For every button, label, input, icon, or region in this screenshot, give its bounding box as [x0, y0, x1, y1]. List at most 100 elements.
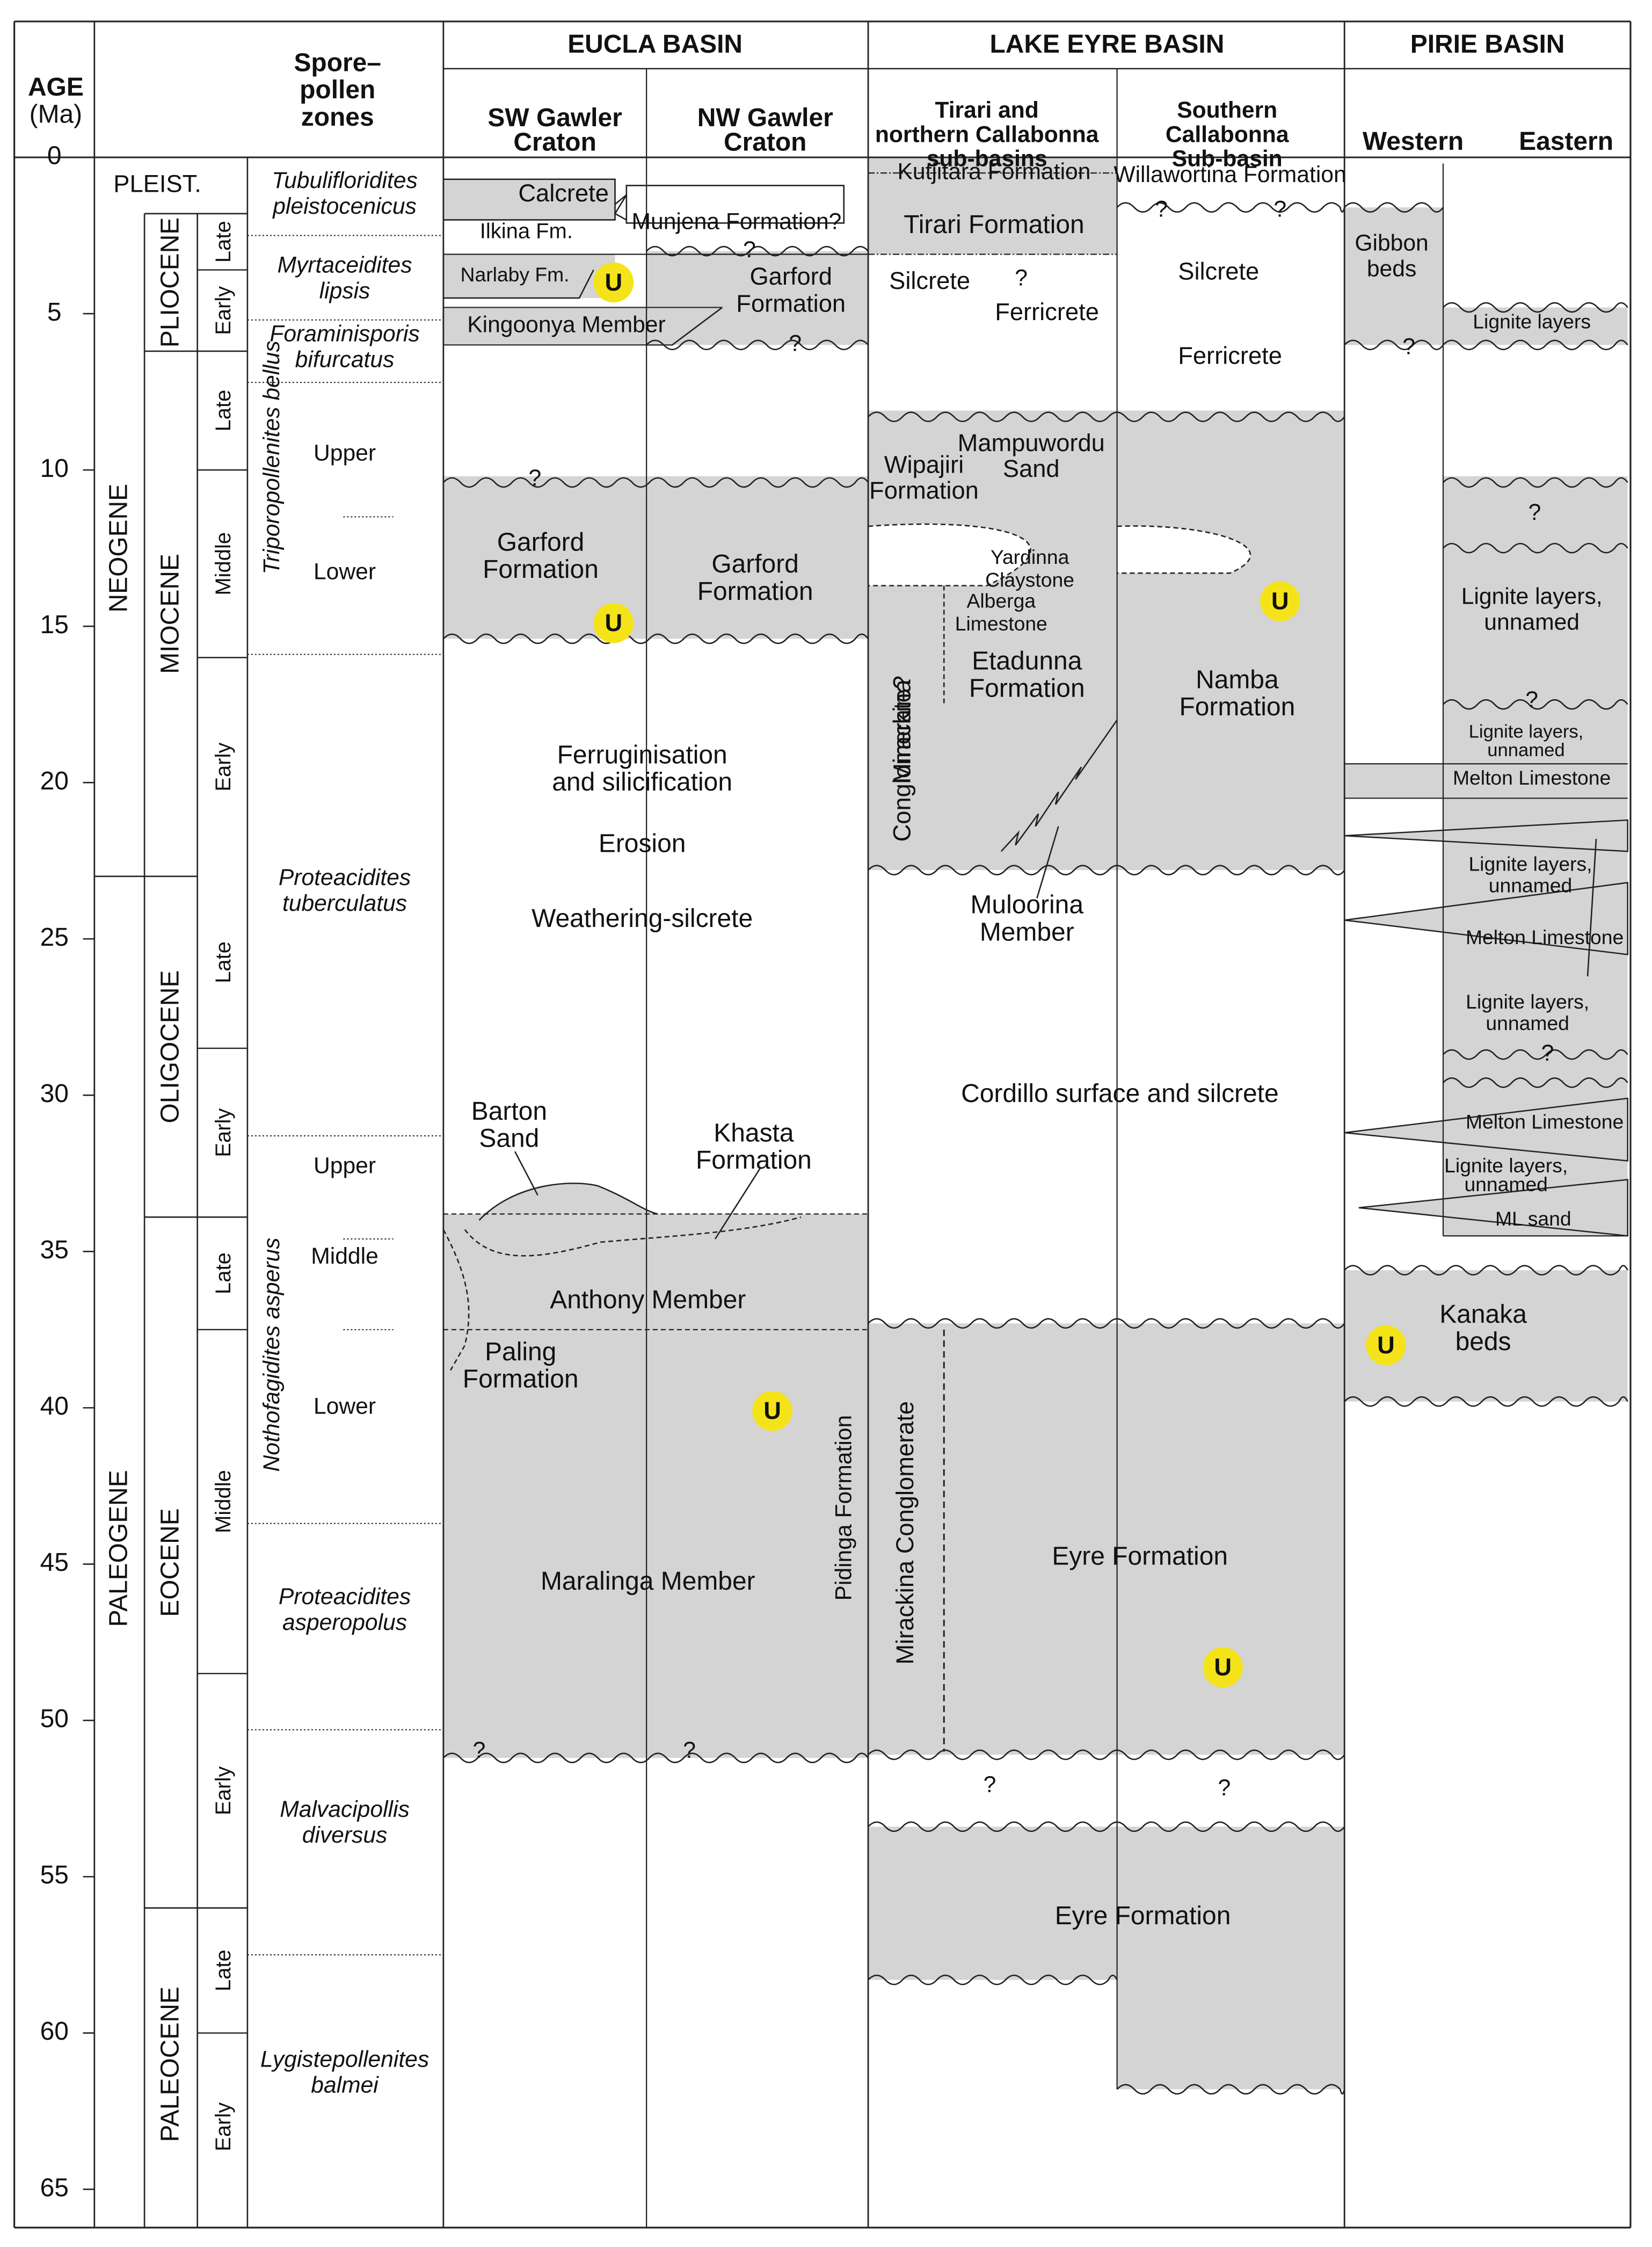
kanaka-base [1344, 1396, 1628, 1407]
question-mark: ? [984, 1772, 996, 1797]
subepoch-label: Early [212, 1766, 235, 1815]
u-marker [1260, 581, 1300, 621]
eyre-lower-base-a [868, 1974, 1118, 1985]
question-mark: ? [683, 1737, 696, 1763]
mirackina-upper-label: Mirackina [889, 679, 916, 784]
muloorina-label: Member [980, 918, 1074, 946]
gibbon-base [1344, 339, 1444, 351]
u-marker [593, 603, 634, 643]
column-header: NW Gawler [697, 104, 833, 132]
age-tick-label: 60 [40, 2017, 69, 2046]
question-mark: ? [473, 1737, 486, 1763]
epoch-label: EOCENE [156, 1508, 184, 1617]
eyre-lower-base-b [1116, 2084, 1345, 2095]
calcrete-label: Calcrete [518, 179, 609, 207]
melton-1-fill [1344, 764, 1628, 799]
alberga-label: Limestone [955, 612, 1047, 635]
column-header: Callabonna [1166, 121, 1289, 147]
anthony-label: Anthony Member [550, 1286, 746, 1314]
age-tick-label: 15 [40, 611, 69, 639]
age-tick-label: 0 [47, 142, 62, 170]
age-header: AGE [28, 73, 84, 102]
narlaby-label: Narlaby Fm. [461, 263, 570, 286]
wipajiri-label: Formation [869, 477, 979, 504]
lignite-4-label: Lignite layers, [1466, 990, 1589, 1013]
question-mark: ? [1155, 196, 1168, 222]
khasta-dashed [464, 1216, 802, 1257]
lignite-3-label: Lignite layers, [1468, 853, 1592, 875]
namba-label: Formation [1179, 693, 1295, 721]
willawortina-label: Willawortina Formation [1114, 162, 1346, 187]
column-header: Craton [724, 128, 806, 156]
column-header: Western [1363, 127, 1464, 156]
u-marker-label: U [1377, 1331, 1395, 1359]
narlaby-wedge [443, 270, 594, 299]
subepoch-label: Late [212, 221, 235, 263]
kingoonya-fill-a [443, 307, 647, 345]
age-tick-label: 50 [40, 1705, 69, 1733]
zone-label: Myrtaceidites [278, 252, 412, 278]
maralinga-label: Maralinga Member [541, 1567, 755, 1596]
garford-sw-label: Garford [497, 528, 585, 556]
subepoch-label: Late [212, 1252, 235, 1294]
pirie-unconformity [1443, 1049, 1628, 1060]
basin-header: LAKE EYRE BASIN [990, 30, 1225, 59]
zone-label: Proteacidites [279, 1584, 411, 1610]
column-header: Southern [1177, 97, 1277, 123]
wipajiri-label: Wipajiri [884, 451, 964, 479]
lignite-4-label: unnamed [1486, 1012, 1569, 1034]
garford-pliocene-label: Garford [749, 263, 832, 290]
age-tick-label: 45 [40, 1548, 69, 1577]
u-marker-label: U [1214, 1653, 1232, 1680]
ferricrete-right-label: Ferricrete [1178, 342, 1282, 369]
column-header: sub-basins [927, 146, 1047, 172]
subepoch-label: Late [212, 941, 235, 983]
basin-header: EUCLA BASIN [567, 30, 743, 59]
ferruginisation-label: and silicification [552, 768, 732, 796]
muloorina-leader [1036, 826, 1059, 898]
eyre-upper-top [868, 1318, 1345, 1329]
subepoch-label: Early [212, 743, 235, 792]
garford-nw-label: Garford [711, 550, 799, 578]
zone-label: Lower [314, 1394, 376, 1419]
melton-wedge-2 [1344, 882, 1628, 955]
ferricrete-left-label: Ferricrete [995, 298, 1099, 325]
subepoch-label: Middle [212, 532, 235, 596]
eocene-eucla-base [442, 1752, 869, 1764]
question-mark: ? [1541, 1040, 1554, 1066]
zone-label: asperopolus [282, 1610, 407, 1635]
subepoch-label: Early [212, 2103, 235, 2151]
age-tick-label: 40 [40, 1392, 69, 1420]
garford-sw-label: Formation [483, 555, 599, 584]
lignite-2-label: Lignite layers, [1469, 721, 1584, 742]
melton-3-label: Melton Limestone [1466, 1111, 1624, 1133]
garford-lower-unconformity [646, 339, 869, 351]
kingoonya-label: Kingoonya Member [467, 312, 665, 338]
eyre-lower-top [868, 1821, 1345, 1832]
lignite-top-top [1443, 302, 1628, 313]
melton-1-label: Melton Limestone [1453, 766, 1611, 789]
zone-label: Lower [314, 559, 376, 584]
u-marker [1203, 1647, 1243, 1687]
silcrete-left-label: Silcrete [889, 267, 970, 294]
subepoch-label: Late [212, 390, 235, 432]
kanaka-label: Kanaka [1439, 1300, 1527, 1329]
question-mark: ? [1218, 1775, 1231, 1801]
question-mark: ? [1015, 265, 1028, 291]
etadunna-label: Etadunna [972, 647, 1082, 676]
question-mark: ? [1529, 499, 1541, 525]
pleistocene-label: PLEIST. [113, 170, 201, 197]
gibbon-fill [1344, 207, 1443, 345]
mampuwordu-label: Sand [1003, 455, 1060, 482]
garford-miocene-top [442, 477, 869, 488]
zone-label: Middle [311, 1243, 379, 1269]
age-tick-label: 20 [40, 767, 69, 795]
age-tick-label: 10 [40, 454, 69, 483]
garford-miocene-base [442, 633, 869, 644]
zone-label: Foraminisporis [270, 321, 419, 346]
melton-wedge-3 [1344, 1097, 1628, 1162]
chart-lines [13, 20, 1632, 2229]
yardinna-lens [868, 524, 1031, 586]
kingoonya-edge [672, 307, 723, 346]
gibbon-label: beds [1367, 256, 1416, 282]
